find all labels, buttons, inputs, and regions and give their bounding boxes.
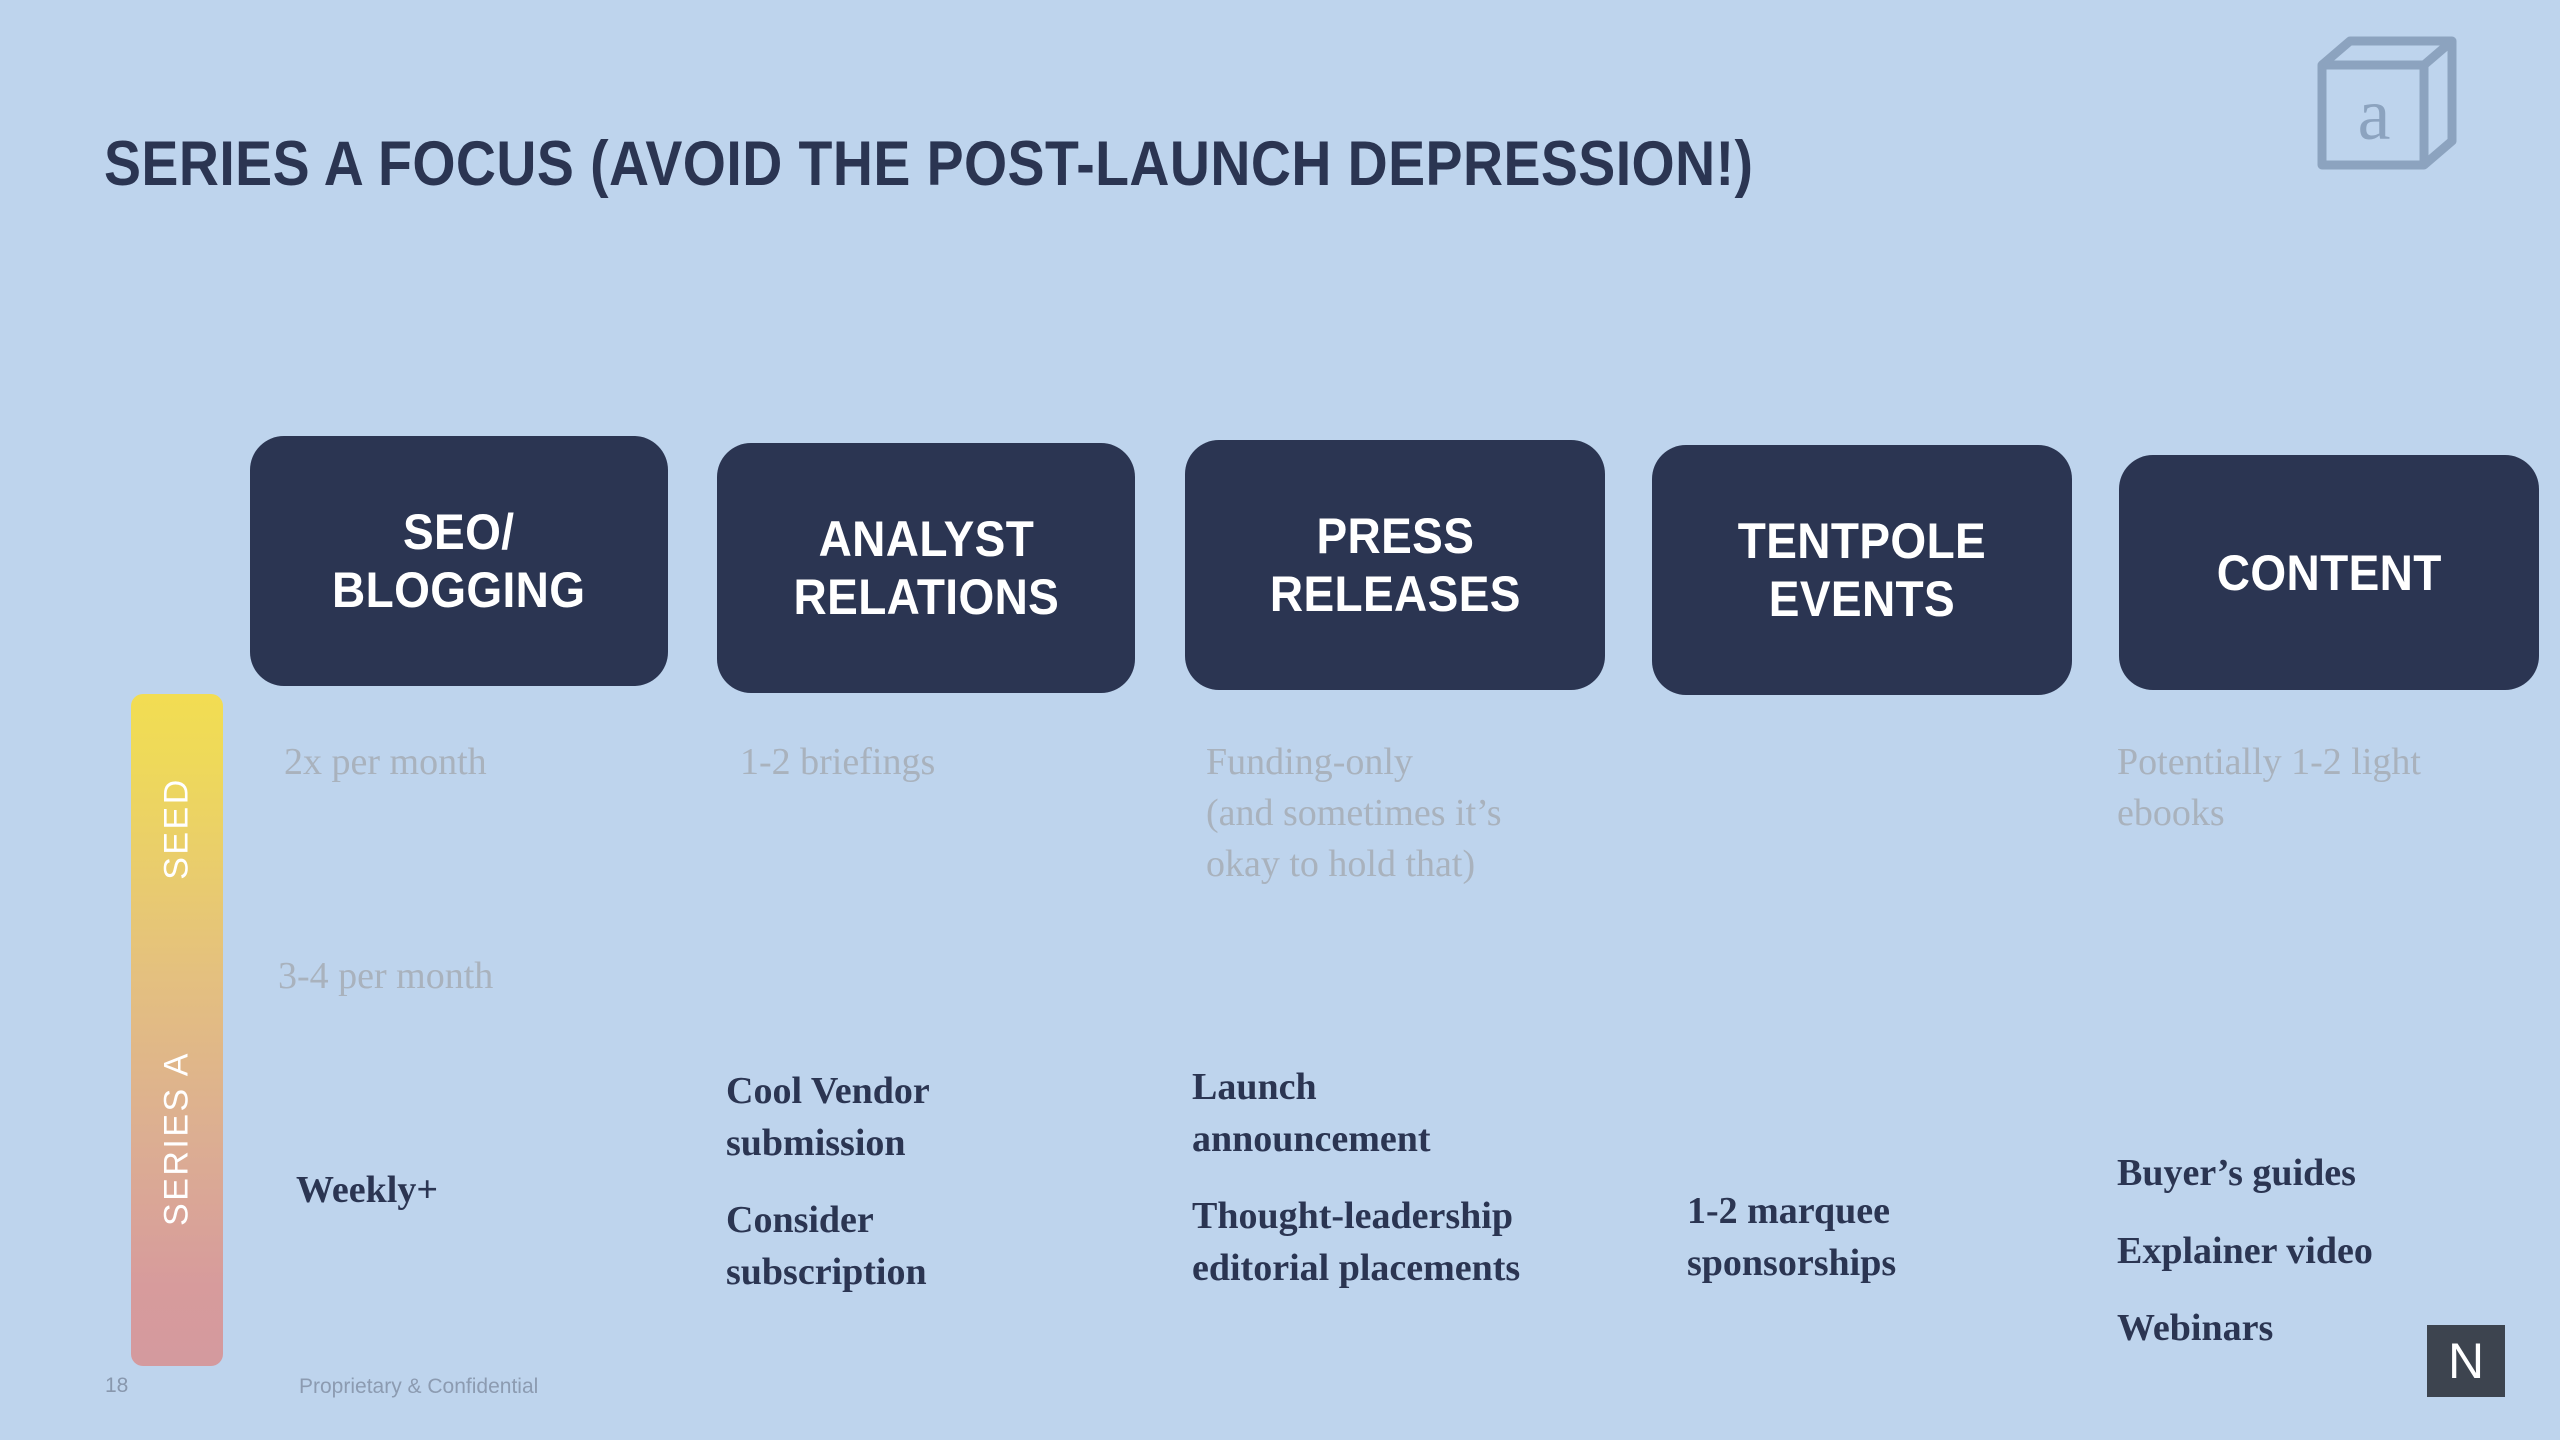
cell-line: announcement <box>1192 1117 1431 1160</box>
cell-seed-secondary-seo-blogging: 3-4 per month <box>278 951 493 1002</box>
stage-label-series-a: SERIES A <box>157 1051 196 1226</box>
cell-line: sponsorships <box>1687 1241 1897 1284</box>
cell-line: Webinars <box>2117 1307 2274 1350</box>
cell-line: subscription <box>726 1251 927 1294</box>
cell-series-a-tentpole-events: 1-2 marquee sponsorships <box>1687 1186 1896 1289</box>
page-title: SERIES A FOCUS (AVOID THE POST-LAUNCH DE… <box>104 129 1754 199</box>
footer-page-number: 18 <box>105 1374 129 1397</box>
cell-line: (and sometimes it’s <box>1206 791 1502 834</box>
cell-line: Funding-only <box>1206 741 1413 783</box>
column-header-content[interactable]: CONTENT <box>2119 455 2539 690</box>
header-line: CONTENT <box>2216 544 2442 601</box>
column-header-analyst-relations[interactable]: ANALYST RELATIONS <box>717 443 1135 693</box>
footer-confidentiality-note: Proprietary & Confidential <box>299 1375 539 1398</box>
cell-series-a-analyst-relations: Cool Vendor submission Consider subscrip… <box>726 1066 930 1299</box>
cell-line: 2x per month <box>284 741 487 783</box>
column-header-seo-blogging[interactable]: SEO/ BLOGGING <box>250 436 668 686</box>
cell-line: Explainer video <box>2117 1229 2373 1272</box>
cell-seed-press-releases: Funding-only (and sometimes it’s okay to… <box>1206 737 1502 890</box>
cell-series-a-seo-blogging: Weekly+ <box>296 1165 438 1217</box>
stage-gradient-bar: SEED SERIES A <box>131 694 223 1366</box>
cell-line: okay to hold that) <box>1206 842 1476 885</box>
cell-seed-content: Potentially 1-2 light ebooks <box>2117 737 2421 839</box>
cell-line: 3-4 per month <box>278 955 494 997</box>
cell-line: submission <box>726 1121 906 1164</box>
column-header-press-releases[interactable]: PRESS RELEASES <box>1185 440 1605 690</box>
stage-label-seed: SEED <box>157 777 196 880</box>
header-line: RELATIONS <box>793 569 1059 625</box>
cell-line: Weekly+ <box>296 1169 438 1211</box>
cell-line: ebooks <box>2117 791 2225 834</box>
cell-line: Thought-leadership <box>1192 1195 1513 1238</box>
header-line: TENTPOLE <box>1737 513 1987 569</box>
header-line: BLOGGING <box>332 562 586 618</box>
cell-seed-analyst-relations: 1-2 briefings <box>740 737 935 788</box>
cube-logo-letter: a <box>2358 74 2391 156</box>
cell-line: 1-2 marquee <box>1687 1190 1890 1232</box>
cell-line: Potentially 1-2 light <box>2117 741 2421 783</box>
cell-line: Buyer’s guides <box>2117 1152 2356 1194</box>
cell-line: editorial placements <box>1192 1247 1521 1290</box>
cell-line: Consider <box>726 1199 874 1242</box>
corner-badge-letter: N <box>2447 1333 2485 1389</box>
column-header-tentpole-events[interactable]: TENTPOLE EVENTS <box>1652 445 2072 695</box>
header-line: ANALYST <box>818 511 1034 567</box>
cell-series-a-press-releases: Launch announcement Thought-leadership e… <box>1192 1062 1520 1295</box>
cell-line: Cool Vendor <box>726 1070 930 1112</box>
corner-badge-logo: N <box>2427 1325 2505 1397</box>
cube-logo-icon: a <box>2312 35 2462 175</box>
header-line: PRESS <box>1316 508 1474 564</box>
header-line: SEO/ <box>403 504 515 560</box>
cell-series-a-content: Buyer’s guides Explainer video Webinars <box>2117 1148 2373 1355</box>
cell-line: Launch <box>1192 1066 1317 1108</box>
cell-line: 1-2 briefings <box>740 741 936 783</box>
header-line: EVENTS <box>1768 571 1956 627</box>
header-line: RELEASES <box>1269 566 1521 622</box>
cell-seed-seo-blogging: 2x per month <box>284 737 487 788</box>
